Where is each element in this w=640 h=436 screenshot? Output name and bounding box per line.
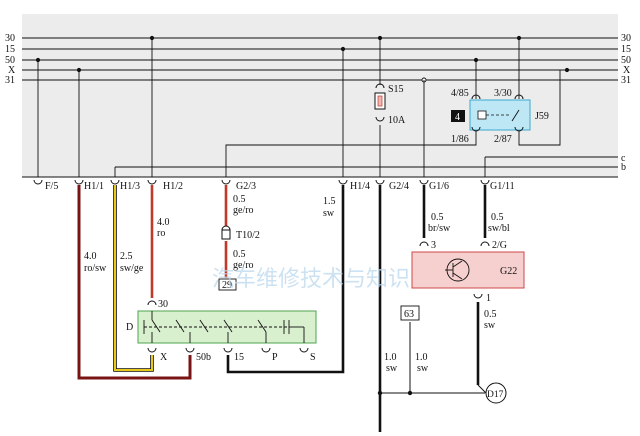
wire-h1-1-color: ro/sw [84,263,107,274]
wire-h1-4-color: sw [323,208,335,219]
rail-label-left-x: X [8,65,16,76]
rail-label-c: c [621,153,626,164]
connector-g2-4: G2/4 [389,181,409,192]
wire-g22-color: sw [484,320,496,331]
sensor-terminal-arcs [419,241,490,299]
relay-pin-1-86: 1/86 [451,134,469,145]
wire-h1-1 [77,185,192,380]
sensor-box [411,251,525,289]
connector-t10 [221,225,231,240]
rail-label-right-31: 31 [621,75,631,86]
rail-label-left-31: 31 [5,75,15,86]
switch-terminal-15: 15 [234,352,244,363]
ground-point-box [400,305,420,321]
switch-terminal-arcs [147,300,309,353]
fuse-rating: 10A [388,115,406,126]
switch-terminal-s: S [310,352,316,363]
fuse-name: S15 [388,84,404,95]
wire-gnd2-size: 1.0 [415,352,428,363]
rail-label-left-30: 30 [5,33,15,44]
connector-g1-11: G1/11 [490,181,515,192]
switch-terminal-x: X [160,352,168,363]
wire-h1-4-size: 1.5 [323,196,336,207]
wire-h1-3-fill [114,185,153,371]
ground-d17-label: D17 [487,390,504,400]
relay-name: J59 [535,111,549,122]
sensor-pin-2g: 2/G [492,240,507,251]
rail-label-right-50: 50 [621,55,631,66]
wire-t10-color: ge/ro [233,260,254,271]
sensor-pin-1: 1 [486,293,491,304]
wire-h1-3-color: sw/ge [120,263,144,274]
rail-label-b: b [621,162,626,173]
connector-h1-2: H1/2 [163,181,183,192]
wire-gnd1-color: sw [386,363,398,374]
connector-h1-1: H1/1 [84,181,104,192]
relay-j59 [469,94,531,132]
switch-terminal-30: 30 [158,299,168,310]
wire-g1-11-size: 0.5 [491,212,504,223]
wire-d17 [477,384,487,394]
watermark: 汽车维修技术与知识 [212,267,410,292]
switch-terminal-p: P [272,352,278,363]
connector-arcs [33,179,490,185]
wire-g1-6-color: br/sw [428,223,451,234]
rail-label-right-30: 30 [621,33,631,44]
wire-g2-3-color: ge/ro [233,205,254,216]
wire-h1-2-size: 4.0 [157,217,170,228]
rail-label-left-50: 50 [5,55,15,66]
switch-name: D [126,322,133,333]
connector-t10-label: T10/2 [236,230,260,241]
wire-h1-1-size: 4.0 [84,251,97,262]
rail-label-right-15: 15 [621,44,631,55]
ground-junction-b [407,390,413,396]
connector-g2-3: G2/3 [236,181,256,192]
connector-h1-4: H1/4 [350,181,370,192]
switch-terminal-50b: 50b [196,352,211,363]
rail-label-right-x: X [623,65,631,76]
connector-t10-pin: 29 [222,280,232,291]
panel-wires [37,38,561,177]
connector-t10-pin-box [218,278,237,291]
wire-t10-size: 0.5 [233,249,246,260]
connector-f5: F/5 [45,181,58,192]
wire-h1-3-size: 2.5 [120,251,133,262]
wire-g2-3-size: 0.5 [233,194,246,205]
wire-gnd1-size: 1.0 [384,352,397,363]
connector-h1-3: H1/3 [120,181,140,192]
wire-h1-4 [226,185,345,374]
sensor-pin-3: 3 [431,240,436,251]
relay-pin-3-30: 3/30 [494,88,512,99]
sensor-name: G22 [500,266,517,277]
relay-position-box [451,110,465,122]
wire-g22-size: 0.5 [484,309,497,320]
rail-label-left-15: 15 [5,44,15,55]
transistor-icon [445,258,470,282]
fuse-s15 [374,83,386,122]
switch-contacts [143,311,305,343]
relay-position: 4 [455,112,460,123]
relay-pin-4-85: 4/85 [451,88,469,99]
wire-h1-2-color: ro [157,228,165,239]
connector-g1-6: G1/6 [429,181,449,192]
supply-rails [22,37,618,178]
wire-gnd2-color: sw [417,363,429,374]
wire-g1-6-size: 0.5 [431,212,444,223]
ground-junction-a [377,390,383,396]
ground-point-label: 63 [404,309,414,320]
wire-g1-11-color: sw/bl [488,223,510,234]
relay-pin-2-87: 2/87 [494,134,512,145]
